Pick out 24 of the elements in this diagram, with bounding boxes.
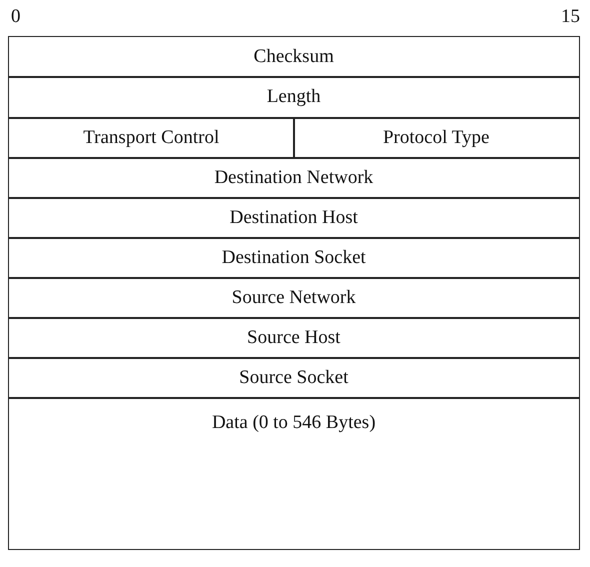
field-name: Source Network — [232, 286, 356, 309]
field-name: Protocol Type — [382, 126, 490, 149]
bit-number: 15 — [561, 6, 580, 28]
field-name: Data (0 to 546 Bytes) — [212, 412, 376, 434]
field-name: Transport Control — [83, 126, 220, 149]
header-field — [8, 277, 580, 318]
field-name: Destination Host — [230, 206, 358, 229]
header-field — [8, 76, 580, 118]
header-field — [8, 317, 580, 358]
header-field — [8, 237, 580, 278]
header-field — [8, 397, 580, 550]
field-name: Source Socket — [239, 366, 348, 389]
bit-number: 0 — [11, 6, 20, 28]
header-field — [8, 197, 580, 238]
header-field — [8, 117, 294, 158]
field-name: Destination Network — [214, 166, 374, 189]
header-field — [293, 117, 580, 158]
header-field — [8, 357, 580, 398]
field-name: Length — [266, 86, 321, 108]
header-field — [8, 157, 580, 198]
field-name: Source Host — [247, 326, 340, 349]
header-field — [8, 36, 580, 78]
field-name: Destination Socket — [222, 246, 366, 269]
field-name: Checksum — [254, 46, 334, 68]
